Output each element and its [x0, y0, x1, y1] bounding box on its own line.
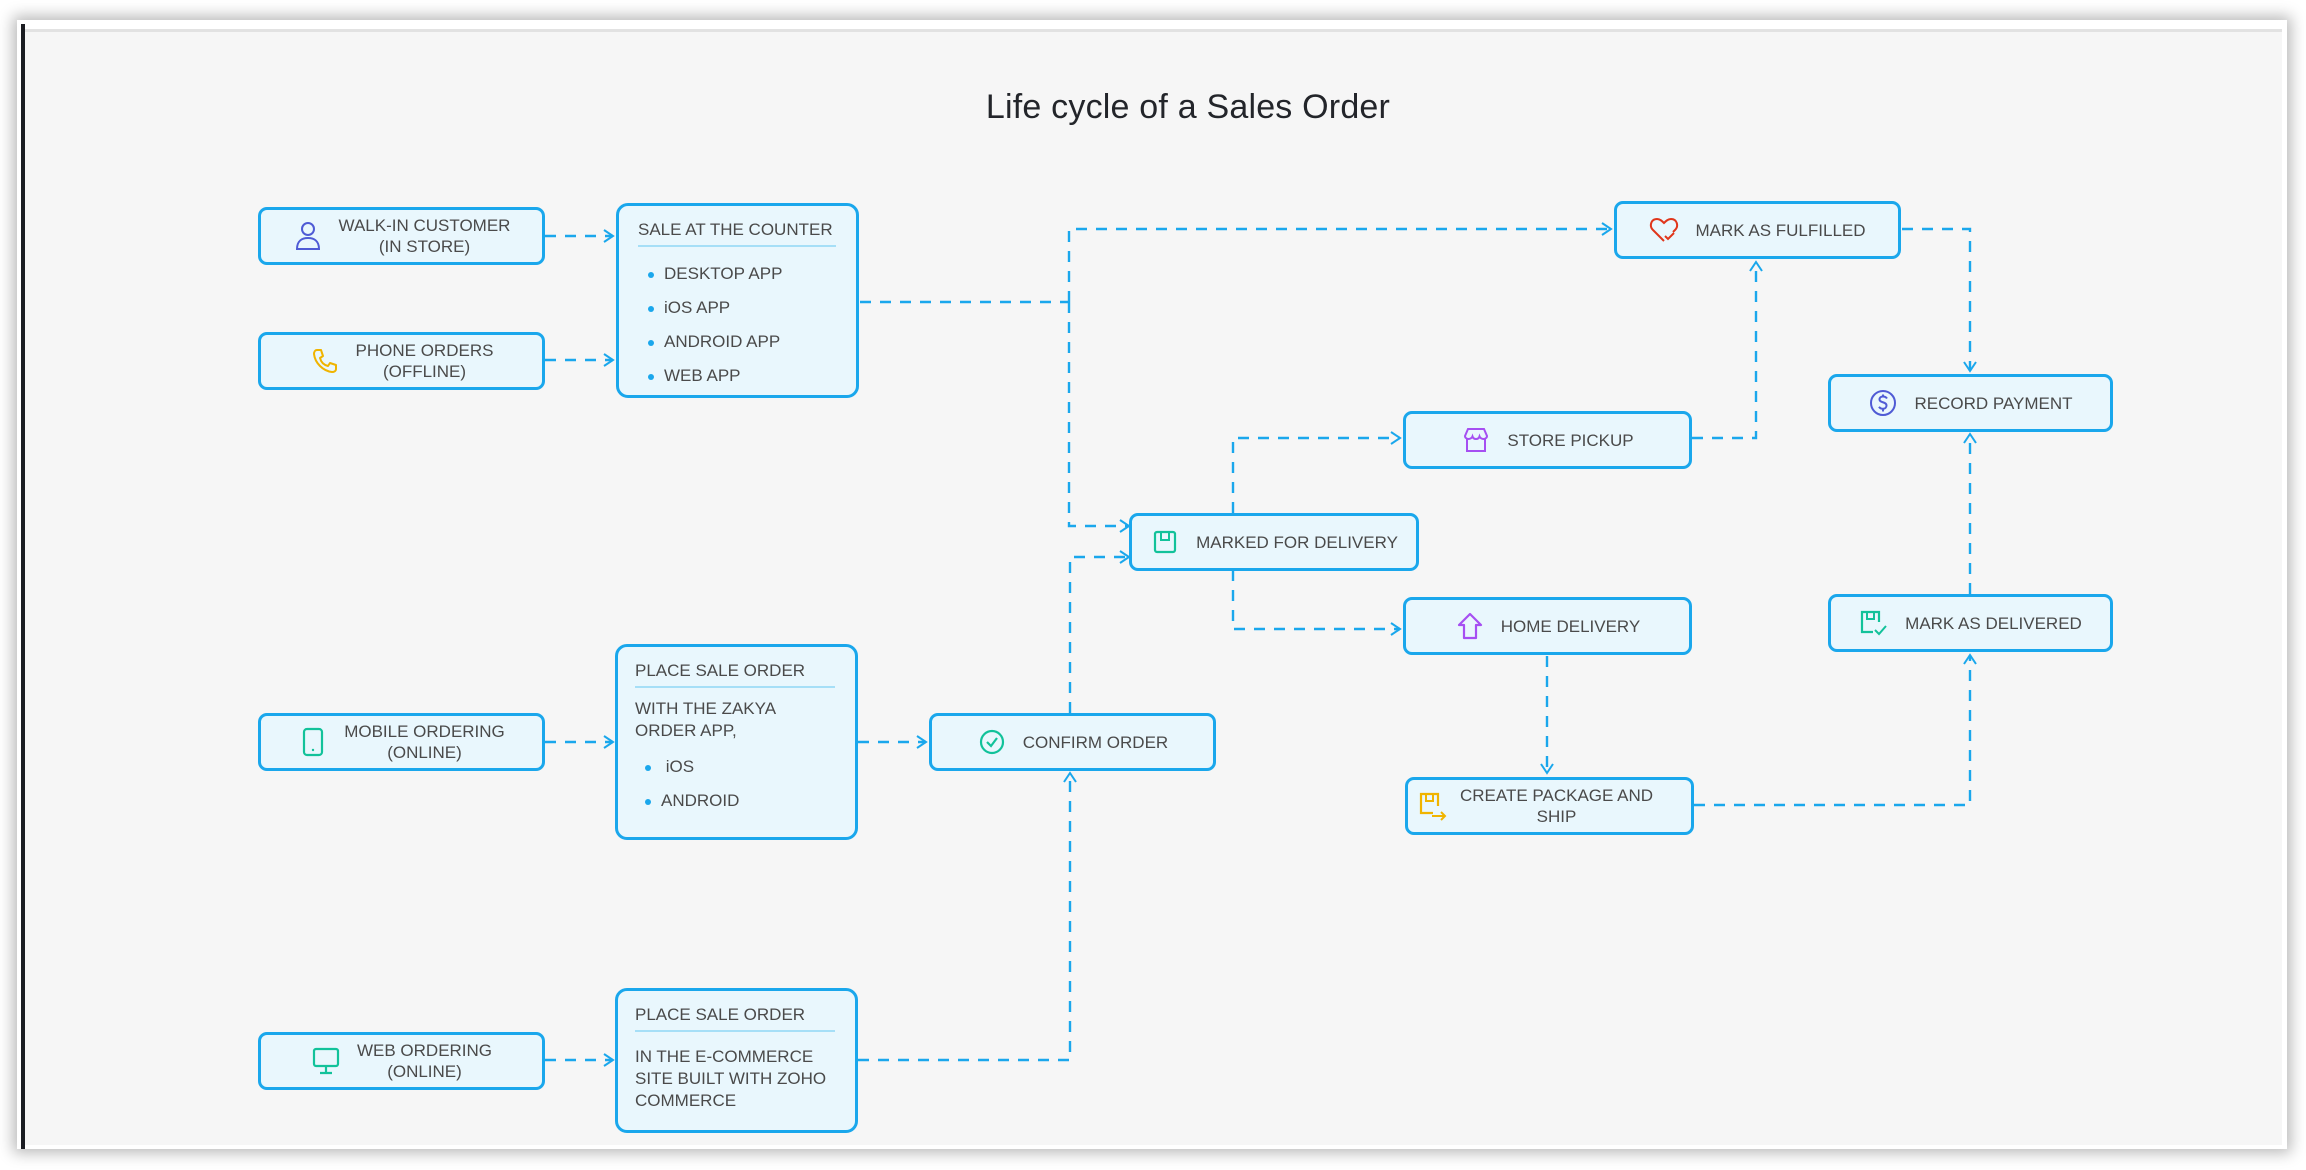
card-title: PLACE SALE ORDER: [635, 661, 835, 688]
list-item: ANDROID APP: [638, 325, 836, 359]
person-icon: [293, 221, 323, 251]
mark-as-delivered-label: MARK AS DELIVERED: [1905, 613, 2082, 633]
home-icon: [1455, 611, 1485, 641]
counter-channel-list: DESKTOP APP iOS APP ANDROID APP WEB APP: [638, 257, 836, 393]
package-icon: [1150, 527, 1180, 557]
confirm-order-label: CONFIRM ORDER: [1022, 732, 1169, 752]
mark-as-fulfilled-label: MARK AS FULFILLED: [1695, 220, 1866, 240]
node-web-ordering[interactable]: WEB ORDERING(ONLINE): [258, 1032, 545, 1090]
left-edge-bar: [21, 24, 25, 1149]
mobile-ordering-label: MOBILE ORDERING(ONLINE): [344, 722, 505, 762]
monitor-icon: [311, 1046, 341, 1076]
node-mark-as-delivered[interactable]: MARK AS DELIVERED: [1828, 594, 2113, 652]
node-walk-in-customer[interactable]: WALK-IN CUSTOMER(IN STORE): [258, 207, 545, 265]
heart-check-icon: [1649, 215, 1679, 245]
phone-orders-label: PHONE ORDERS(OFFLINE): [355, 341, 494, 381]
mobile-app-list: iOS ANDROID: [635, 750, 835, 818]
diagram-title: Life cycle of a Sales Order: [985, 88, 1391, 126]
walk-in-label: WALK-IN CUSTOMER(IN STORE): [338, 216, 511, 256]
node-mobile-ordering[interactable]: MOBILE ORDERING(ONLINE): [258, 713, 545, 771]
store-icon: [1461, 425, 1491, 455]
node-phone-orders[interactable]: PHONE ORDERS(OFFLINE): [258, 332, 545, 390]
card-title: PLACE SALE ORDER: [635, 1005, 835, 1032]
dollar-circle-icon: [1868, 388, 1898, 418]
package-check-icon: [1859, 608, 1889, 638]
list-item: DESKTOP APP: [638, 257, 836, 291]
web-ordering-label: WEB ORDERING(ONLINE): [356, 1041, 493, 1081]
phone-icon: [310, 346, 340, 376]
package-ship-icon: [1418, 791, 1448, 821]
list-item: WEB APP: [638, 359, 836, 393]
card-sale-at-counter[interactable]: SALE AT THE COUNTER DESKTOP APP iOS APP …: [616, 203, 859, 398]
node-store-pickup[interactable]: STORE PICKUP: [1403, 411, 1692, 469]
record-payment-label: RECORD PAYMENT: [1914, 393, 2073, 413]
marked-for-delivery-label: MARKED FOR DELIVERY: [1196, 532, 1398, 552]
card-title: SALE AT THE COUNTER: [638, 220, 836, 247]
home-delivery-label: HOME DELIVERY: [1500, 616, 1641, 636]
mobile-icon: [298, 727, 328, 757]
list-item: ANDROID: [635, 784, 835, 818]
node-home-delivery[interactable]: HOME DELIVERY: [1403, 597, 1692, 655]
list-item: iOS: [635, 750, 835, 784]
store-pickup-label: STORE PICKUP: [1507, 430, 1634, 450]
node-marked-for-delivery[interactable]: MARKED FOR DELIVERY: [1129, 513, 1419, 571]
diagram-canvas: [21, 29, 2282, 1145]
check-circle-icon: [977, 727, 1007, 757]
list-item: iOS APP: [638, 291, 836, 325]
node-mark-as-fulfilled[interactable]: MARK AS FULFILLED: [1614, 201, 1901, 259]
node-record-payment[interactable]: RECORD PAYMENT: [1828, 374, 2113, 432]
node-confirm-order[interactable]: CONFIRM ORDER: [929, 713, 1216, 771]
